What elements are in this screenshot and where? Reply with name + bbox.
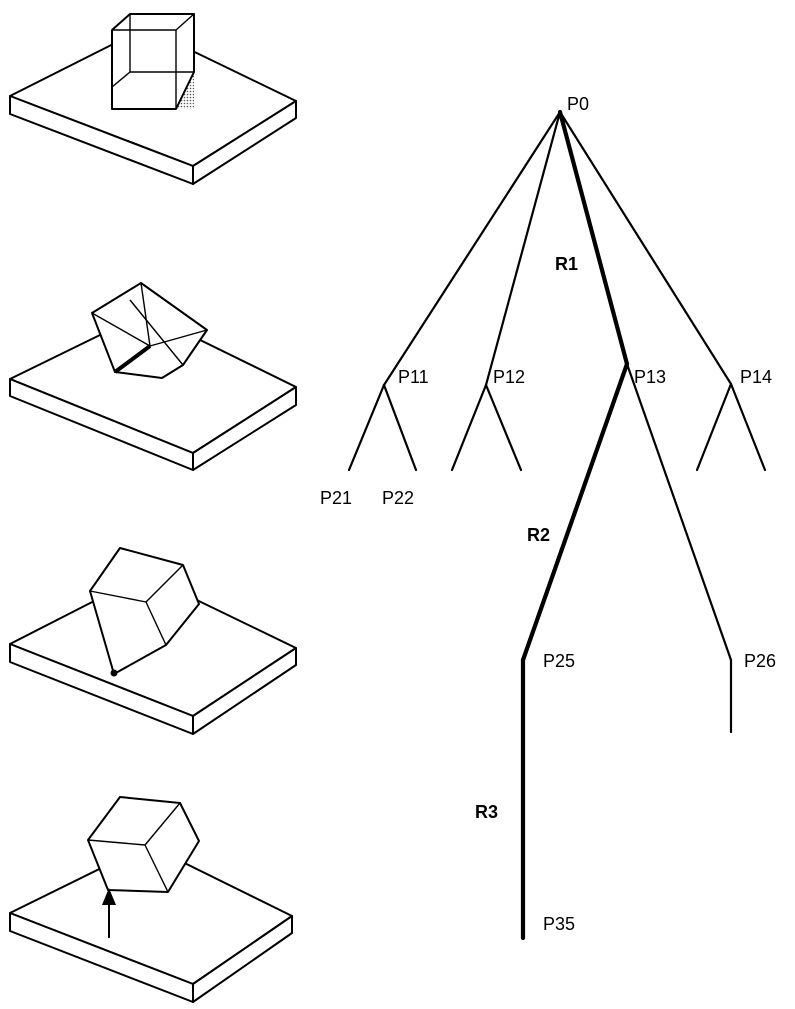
- edge-p0-p13: [557, 109, 630, 367]
- plate-4: [9, 844, 293, 1003]
- contact-point-marker: [110, 669, 118, 677]
- scene-cube-point-contact: [9, 547, 297, 735]
- plate-2: [9, 312, 297, 471]
- scene-cube-edge-contact: [9, 282, 297, 471]
- node-label-p25: P25: [543, 651, 575, 671]
- node-label-p14: P14: [740, 367, 772, 387]
- cube-2-tilted: [91, 282, 208, 379]
- cube-4-lifted: [87, 796, 200, 893]
- scene-cube-lifted: [9, 796, 293, 1003]
- edge-p11-p21: [347, 383, 386, 472]
- node-label-p35: P35: [543, 914, 575, 934]
- edge-p13-p25: [520, 361, 630, 663]
- node-label-p12: P12: [493, 367, 525, 387]
- relation-label-r3: R3: [475, 802, 498, 822]
- edge-p0-p11: [382, 110, 562, 387]
- relation-label-r1: R1: [555, 254, 578, 274]
- node-label-p26: P26: [744, 651, 776, 671]
- edge-p13-p26: [625, 362, 733, 662]
- edge-p11-p22: [382, 383, 418, 472]
- node-label-p21: P21: [320, 488, 352, 508]
- scene-cube-resting: [9, 13, 297, 185]
- relation-label-r2: R2: [527, 525, 550, 545]
- cube-2-contact-edge: [113, 344, 152, 374]
- edge-p0-p12: [484, 110, 562, 387]
- edge-p0-p14: [558, 110, 733, 386]
- edge-p12-right: [484, 383, 523, 472]
- edge-p14-right: [729, 382, 767, 472]
- up-arrow-icon: [102, 888, 116, 938]
- node-label-p0: P0: [567, 94, 589, 114]
- node-label-p22: P22: [382, 488, 414, 508]
- node-label-p11: P11: [398, 367, 429, 387]
- cube-3-on-vertex: [89, 547, 200, 677]
- edge-p12-left: [450, 383, 488, 472]
- edge-p14-left: [695, 382, 733, 472]
- cube-1-transparent: [111, 13, 195, 110]
- node-label-p13: P13: [634, 367, 666, 387]
- state-tree: P0 P11 P12 P13 P14 P21 P22 P25 P26 P35 R…: [320, 94, 776, 941]
